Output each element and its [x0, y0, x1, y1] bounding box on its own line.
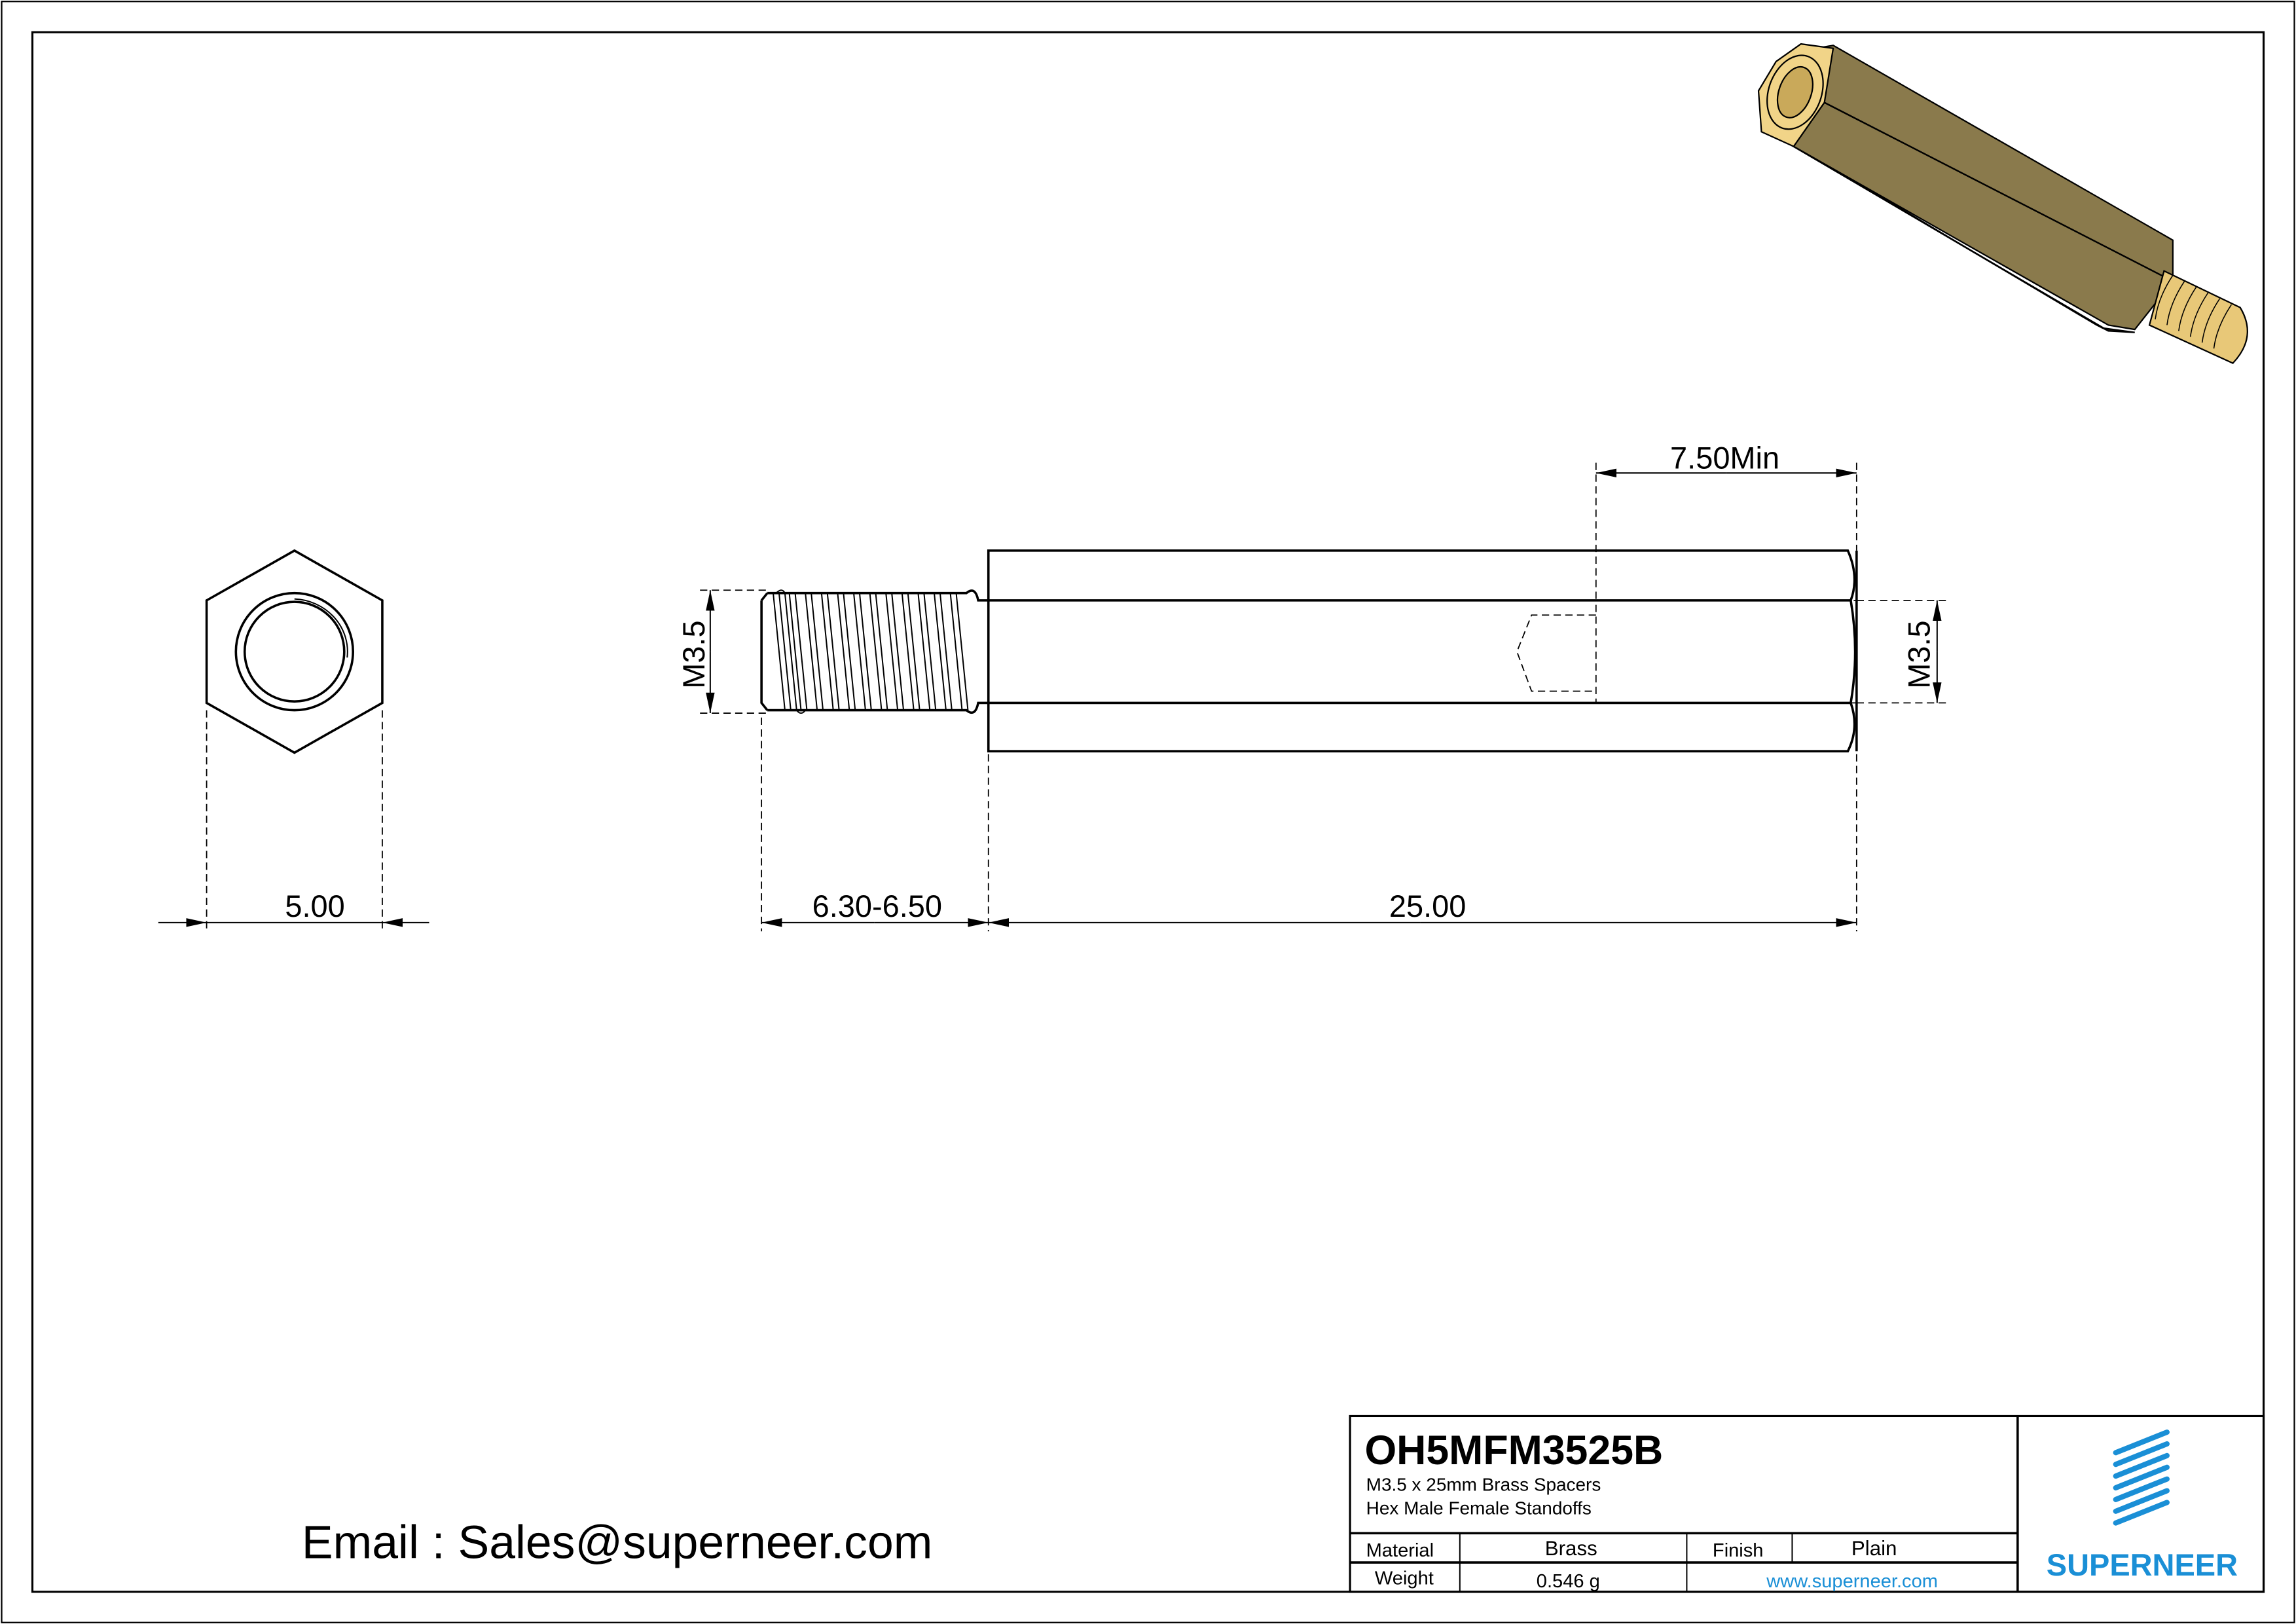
finish-value: Plain — [1851, 1537, 1897, 1560]
finish-label: Finish — [1713, 1540, 1764, 1561]
dim-body-length: 25.00 — [1389, 889, 1467, 923]
material-value: Brass — [1545, 1537, 1597, 1560]
material-label: Material — [1366, 1540, 1434, 1561]
dim-thread-depth: 7.50Min — [1670, 441, 1779, 475]
part-number: OH5MFM3525B — [1364, 1428, 1663, 1473]
contact-email[interactable]: Email : Sales@superneer.com — [302, 1516, 932, 1568]
female-thread-hidden — [1516, 599, 1857, 704]
male-thread — [760, 589, 989, 714]
side-view: 7.50Min M3.5 M3.5 6.30-6.50 25.00 — [676, 441, 1948, 932]
hex-end-view: 5.00 — [158, 549, 429, 932]
title-block: OH5MFM3525B M3.5 x 25mm Brass Spacers He… — [1349, 1414, 2265, 1593]
weight-value: 0.546 g — [1537, 1571, 1600, 1592]
brand-name: SUPERNEER — [2047, 1547, 2238, 1582]
drawing-border — [31, 31, 2265, 1593]
dim-female-thread: M3.5 — [1902, 620, 1937, 688]
dim-hex-width: 5.00 — [285, 889, 344, 923]
dim-thread-length: 6.30-6.50 — [812, 889, 942, 923]
description-line2: Hex Male Female Standoffs — [1366, 1498, 1592, 1518]
superneer-logo-icon — [2113, 1430, 2170, 1526]
dim-male-thread: M3.5 — [676, 620, 711, 688]
isometric-part-image — [1757, 43, 2248, 364]
weight-label: Weight — [1375, 1568, 1434, 1589]
website-link[interactable]: www.superneer.com — [1766, 1571, 1938, 1592]
description-line1: M3.5 x 25mm Brass Spacers — [1366, 1475, 1601, 1495]
